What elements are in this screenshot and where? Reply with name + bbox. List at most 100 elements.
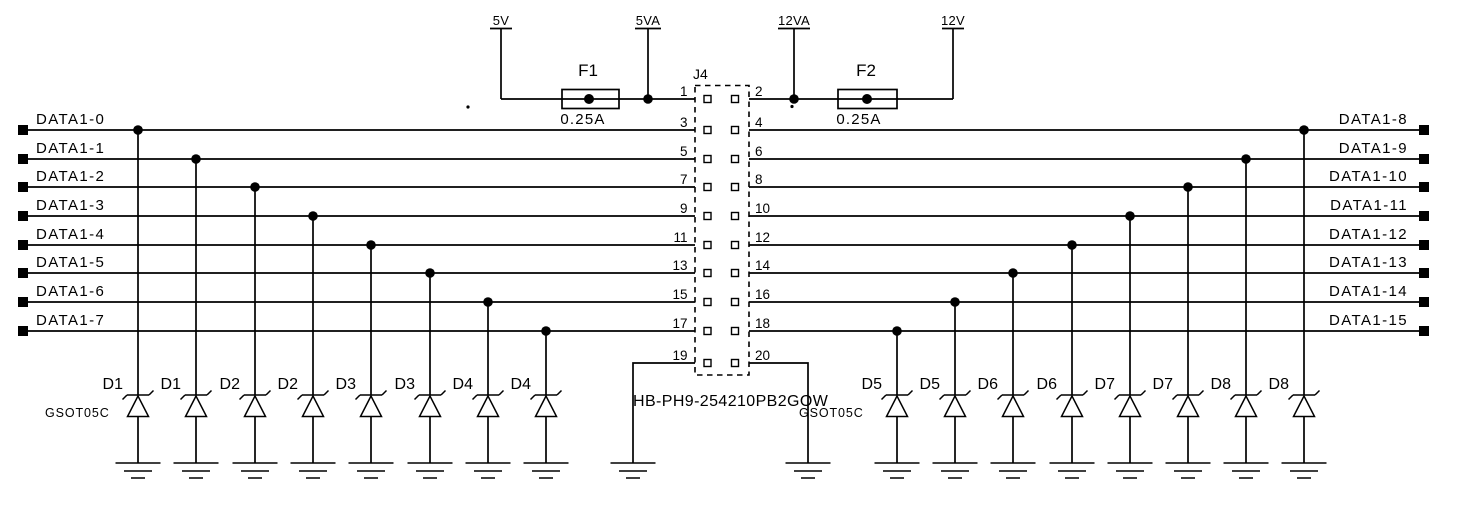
power-flag-12v[interactable]: 12V [941, 13, 965, 99]
ground-symbol [347, 462, 395, 479]
diode-ref: D3 [395, 376, 416, 393]
tvs-diode-symbol [1113, 389, 1147, 418]
tvs-diode-symbol [179, 389, 213, 418]
fuse-ref: F2 [856, 61, 876, 80]
pin-square [730, 326, 740, 336]
net-port-square [18, 240, 28, 250]
net-right-data1-13[interactable]: DATA1-13 [749, 254, 1429, 278]
tvs-diode-symbol [938, 389, 972, 418]
net-label: DATA1-1 [36, 140, 105, 157]
tvs-diode-column[interactable]: D6 [978, 268, 1037, 479]
net-left-data1-6[interactable]: DATA1-6 [18, 283, 695, 307]
net-right-data1-10[interactable]: DATA1-10 [749, 168, 1429, 192]
diode-part-number: GSOT05C [45, 406, 110, 420]
ground-symbol [231, 462, 279, 479]
tvs-diode-column[interactable]: D2 [220, 182, 279, 479]
diode-ref: D7 [1153, 376, 1174, 393]
diode-ref: D6 [978, 376, 999, 393]
diode-ref: D2 [220, 376, 241, 393]
tvs-diode-column[interactable]: D6 [1037, 240, 1096, 479]
power-flag-12va[interactable]: 12VA [778, 13, 810, 99]
tvs-diode-column[interactable]: D4 [511, 326, 570, 479]
connector-ground-leg-right[interactable] [749, 362, 832, 479]
pin-square [730, 182, 740, 192]
ground-symbol [784, 462, 832, 479]
diode-ref: D1 [161, 376, 182, 393]
tvs-diode-column[interactable]: D5 [920, 297, 979, 479]
net-port-square [1419, 211, 1429, 221]
pin-number: 13 [672, 258, 687, 273]
net-label: DATA1-10 [1329, 168, 1408, 185]
pin-square [730, 211, 740, 221]
net-right-data1-12[interactable]: DATA1-12 [749, 226, 1429, 250]
tvs-diode-column[interactable]: D8 [1211, 154, 1270, 479]
ground-symbol [406, 462, 454, 479]
net-label: DATA1-13 [1329, 254, 1408, 271]
ground-symbol [1106, 462, 1154, 479]
net-label: DATA1-12 [1329, 226, 1408, 243]
net-right-data1-15[interactable]: DATA1-15 [749, 312, 1429, 336]
pin-number: 5 [680, 144, 688, 159]
net-left-data1-1[interactable]: DATA1-1 [18, 140, 695, 164]
pin-number: 12 [755, 230, 770, 245]
junction-dot [789, 94, 799, 104]
net-port-square [1419, 240, 1429, 250]
net-label: DATA1-11 [1330, 197, 1408, 214]
fuse-body [837, 88, 898, 110]
net-left-data1-5[interactable]: DATA1-5 [18, 254, 695, 278]
tvs-diode-column[interactable]: D5 [862, 326, 921, 479]
ground-symbol [609, 462, 657, 479]
ground-symbol [873, 462, 921, 479]
ground-symbol [1048, 462, 1096, 479]
net-right-data1-11[interactable]: DATA1-11 [749, 197, 1429, 221]
pin-square [730, 125, 740, 135]
wire [632, 362, 695, 463]
tvs-diode-symbol [413, 389, 447, 418]
tvs-diode-column[interactable]: D3 [336, 240, 395, 479]
pin-square [703, 94, 712, 104]
connector-part-number: HB-PH9-254210PB2GOW [633, 393, 829, 410]
tvs-diode-column[interactable]: D7 [1153, 182, 1212, 479]
net-port-square [1419, 154, 1429, 164]
tvs-diode-symbol [238, 389, 272, 418]
pin-number: 3 [680, 115, 688, 130]
ground-symbol [172, 462, 220, 479]
tvs-diode-column[interactable]: D7 [1095, 211, 1154, 479]
diode-ref: D4 [453, 376, 474, 393]
net-left-data1-3[interactable]: DATA1-3 [18, 197, 695, 221]
tvs-diode-column[interactable]: D4 [453, 297, 512, 479]
net-port-square [1419, 182, 1429, 192]
fuse-f1[interactable]: F1 0.25A [560, 61, 620, 128]
net-right-data1-9[interactable]: DATA1-9 [749, 140, 1429, 164]
tvs-diode-column[interactable]: D2 [278, 211, 337, 479]
connector-ground-leg-left[interactable] [609, 362, 696, 479]
fuse-f2[interactable]: F2 0.25A [836, 61, 898, 128]
ground-symbol [289, 462, 337, 479]
tvs-diode-column[interactable]: D1 [103, 125, 162, 479]
tvs-diode-column[interactable]: D1 [161, 154, 220, 479]
power-flag-5va[interactable]: 5VA [635, 13, 661, 99]
pin-number: 14 [755, 258, 771, 273]
net-label: DATA1-14 [1329, 283, 1408, 300]
ground-symbol [989, 462, 1037, 479]
tvs-diode-column[interactable]: D8 [1269, 125, 1328, 479]
tvs-diode-column[interactable]: D3 [395, 268, 454, 479]
fuse-value: 0.25A [836, 111, 881, 128]
fuse-ref: F1 [578, 61, 598, 80]
net-port-square [1419, 268, 1429, 278]
pin-number: 6 [755, 144, 763, 159]
pin-number: 2 [755, 84, 763, 99]
diode-ref: D2 [278, 376, 299, 393]
net-right-data1-14[interactable]: DATA1-14 [749, 283, 1429, 307]
net-left-data1-7[interactable]: DATA1-7 [18, 312, 695, 336]
net-left-data1-2[interactable]: DATA1-2 [18, 168, 695, 192]
net-port-square [18, 125, 28, 135]
connector-j4[interactable]: J4 1 2 3 4 5 6 7 8 9 10 11 12 13 14 15 [633, 66, 829, 410]
net-port-square [18, 211, 28, 221]
net-port-square [1419, 297, 1429, 307]
net-label: DATA1-0 [36, 111, 105, 128]
connector-outline [694, 84, 750, 376]
net-left-data1-4[interactable]: DATA1-4 [18, 226, 695, 250]
power-flag-5v[interactable]: 5V [490, 13, 512, 99]
